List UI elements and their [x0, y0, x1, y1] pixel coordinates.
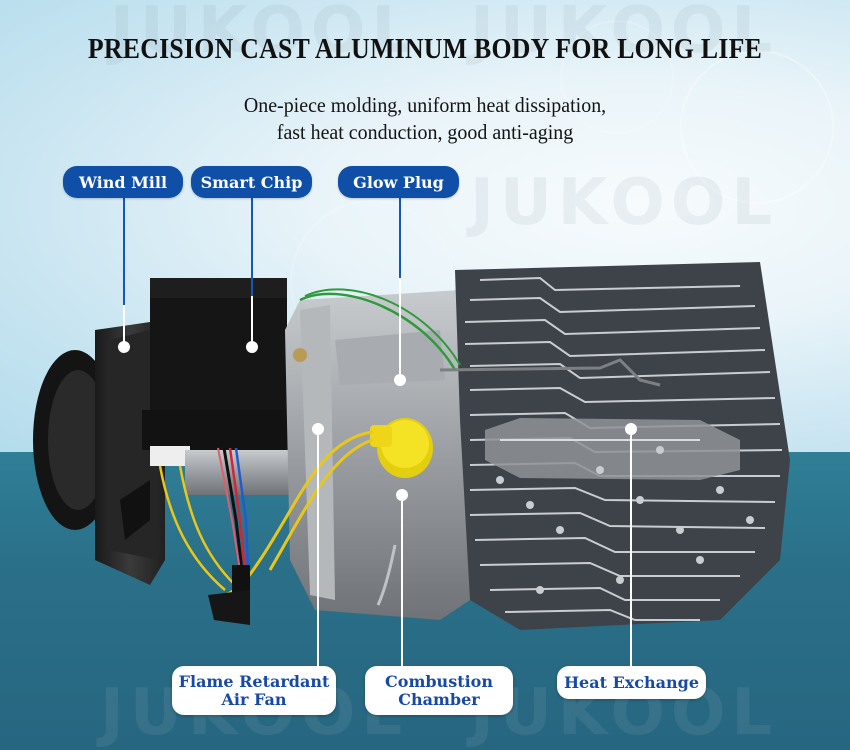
combustion-pointer-dot	[396, 489, 408, 501]
label-combustion-line1: Combustion	[385, 671, 493, 691]
label-smart-chip: Smart Chip	[191, 166, 312, 198]
label-glow-plug-text: Glow Plug	[353, 172, 444, 192]
wind-mill-fan	[33, 322, 165, 585]
glow-plug-pointer-dot	[394, 374, 406, 386]
watermark: JUKOOL	[470, 166, 779, 240]
label-air-fan-line1: Flame Retardant	[178, 671, 330, 691]
combustion-pointer-line	[401, 498, 403, 668]
heat-exchange-pointer-line	[630, 432, 632, 668]
label-combustion-chamber: Combustion Chamber	[365, 666, 513, 715]
wiring-harness	[158, 447, 250, 625]
glow-plug-pointer-line	[399, 198, 401, 278]
label-heat-exchange-text: Heat Exchange	[563, 672, 700, 692]
watermark: JUKOOL	[110, 0, 419, 68]
air-fan-pointer-line	[317, 432, 319, 668]
decorative-ring	[680, 50, 834, 204]
wind-mill-pointer-line-lower	[123, 305, 125, 345]
subtitle-line-2: fast heat conduction, good anti-aging	[276, 120, 574, 144]
watermark: JUKOOL	[470, 0, 779, 68]
wind-mill-pointer-line	[123, 198, 125, 338]
page-title: PRECISION CAST ALUMINUM BODY FOR LONG LI…	[87, 34, 763, 65]
subtitle: One-piece molding, uniform heat dissipat…	[0, 92, 850, 146]
label-smart-chip-text: Smart Chip	[200, 172, 303, 192]
smart-chip-pointer-dot	[246, 341, 258, 353]
wind-mill-pointer-dot	[118, 341, 130, 353]
air-fan-pointer-dot	[312, 423, 324, 435]
glow-plug-pointer-line-lower	[399, 278, 401, 374]
label-wind-mill: Wind Mill	[63, 166, 183, 198]
label-wind-mill-text: Wind Mill	[78, 172, 168, 192]
label-glow-plug: Glow Plug	[338, 166, 459, 198]
label-flame-retardant-air-fan: Flame Retardant Air Fan	[172, 666, 336, 715]
label-air-fan-line2: Air Fan	[221, 689, 287, 709]
smart-chip-pointer-line	[251, 198, 253, 298]
subtitle-line-1: One-piece molding, uniform heat dissipat…	[243, 93, 607, 117]
label-heat-exchange: Heat Exchange	[557, 666, 706, 699]
heat-exchange-pointer-dot	[625, 423, 637, 435]
label-combustion-line2: Chamber	[398, 689, 480, 709]
smart-chip-box	[142, 278, 292, 450]
air-fan-housing	[285, 290, 470, 620]
heat-exchanger-fins	[455, 262, 790, 630]
smart-chip-pointer-line-lower	[251, 296, 253, 341]
decorative-ring	[560, 20, 674, 134]
